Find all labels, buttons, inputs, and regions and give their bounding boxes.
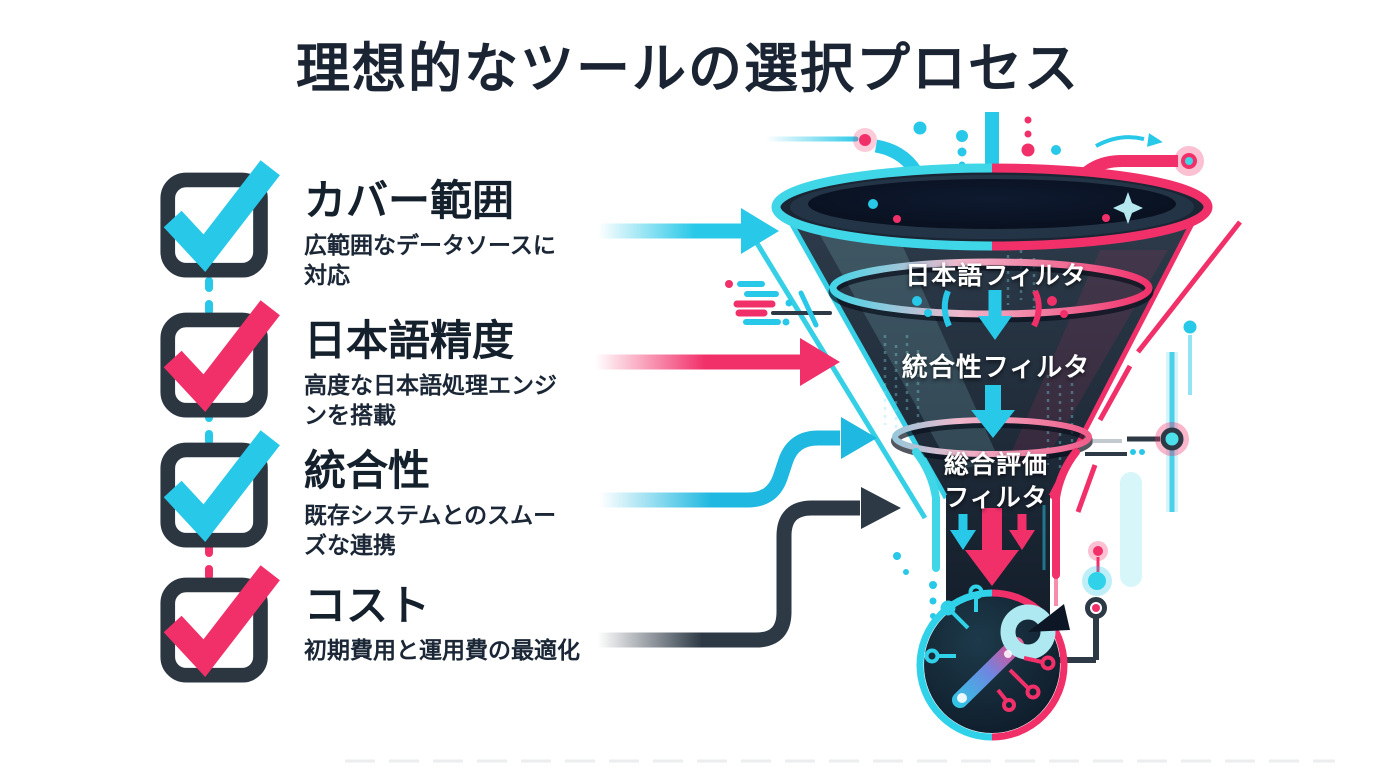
checklist-item: 日本語精度 高度な日本語処理エンジ ンを搭載 xyxy=(158,298,614,431)
speed-dashes-decoration xyxy=(725,280,832,328)
funnel-outer-guides xyxy=(752,220,1242,520)
input-arrow-cost xyxy=(598,487,901,648)
checklist-item-title: カバー範囲 xyxy=(304,176,515,225)
checklist-item-title: 統合性 xyxy=(304,446,431,495)
circuit-nodes-icon xyxy=(924,584,1056,712)
input-arrow-japanese xyxy=(595,338,840,386)
stage-arrow-down xyxy=(978,290,1012,340)
input-arrow-coverage xyxy=(598,208,779,254)
funnel-stage-label: 総合評価 フィルタ xyxy=(943,450,1049,512)
circuit-pin-decoration xyxy=(1082,541,1112,596)
checkbox-icon xyxy=(160,565,280,683)
sparkle-icon xyxy=(1113,192,1143,224)
checklist-item-desc: 既存システムとのスムー ズな連携 xyxy=(304,503,557,559)
checklist-item-desc: 初期費用と運用費の最適化 xyxy=(304,638,580,664)
output-arrows xyxy=(950,508,1035,586)
checklist-item-desc: 広範囲なデータソースに 対応 xyxy=(304,233,556,289)
funnel-stage-label: 日本語フィルタ xyxy=(905,261,1087,290)
funnel-mouth xyxy=(771,163,1213,251)
top-inflow-decorations xyxy=(765,116,1204,214)
output-circle xyxy=(916,584,1070,741)
wrench-icon xyxy=(952,604,1070,708)
checklist-item-title: 日本語精度 xyxy=(304,316,515,365)
page-title: 理想的なツールの選択プロセス xyxy=(296,37,1080,100)
input-arrow-integration xyxy=(600,417,877,508)
checklist-item: コスト 初期費用と運用費の最適化 xyxy=(158,563,614,685)
stage-arrow-down xyxy=(971,385,1015,438)
circuit-node-decoration xyxy=(1042,320,1197,606)
connector-dashes xyxy=(205,542,213,588)
checkbox-icon xyxy=(160,160,280,278)
checkbox-icon xyxy=(160,430,280,548)
funnel-stage-label: 統合性フィルタ xyxy=(901,353,1091,383)
connector-dashes xyxy=(205,277,213,323)
checklist-item-title: コスト xyxy=(304,581,431,630)
checkbox-icon xyxy=(160,300,280,418)
checklist-item: カバー範囲 広範囲なデータソースに 対応 xyxy=(158,158,614,291)
checklist-item-desc: 高度な日本語処理エンジ ンを搭載 xyxy=(304,373,557,429)
checklist-item: 統合性 既存システムとのスムー ズな連携 xyxy=(158,428,614,561)
